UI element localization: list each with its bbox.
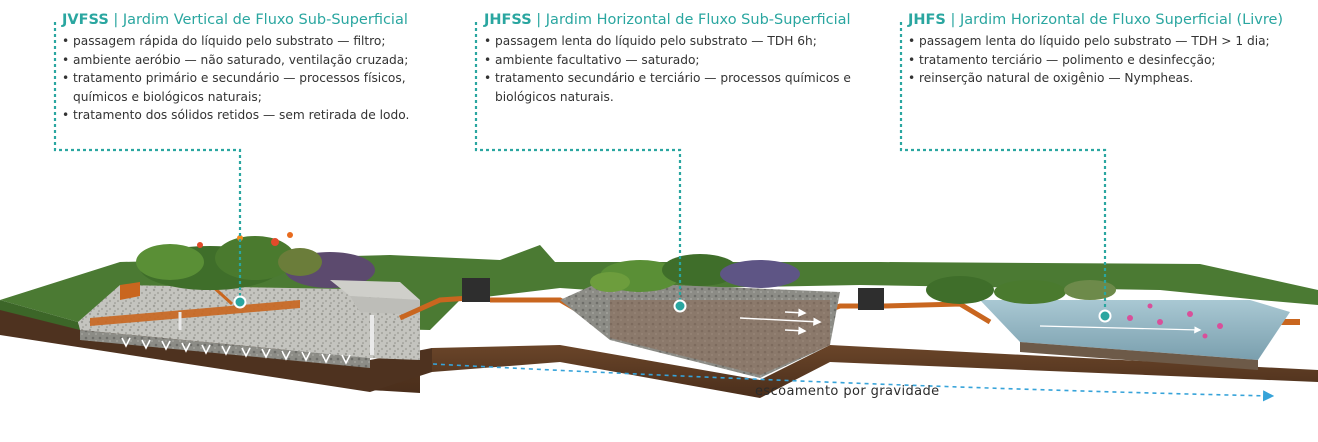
marker-jhfs bbox=[1098, 309, 1112, 323]
panel-jvfss-code: JVFSS bbox=[62, 12, 109, 28]
jhfss-basin bbox=[560, 282, 840, 378]
panel-jvfss-item: ambiente aeróbio — não saturado, ventila… bbox=[62, 51, 432, 70]
panel-jhfss-item: tratamento secundário e terciário — proc… bbox=[484, 69, 864, 106]
leader-markers bbox=[233, 295, 1112, 323]
panel-jvfss-item: tratamento primário e secundário — proce… bbox=[62, 69, 432, 106]
leader-line-jhfs bbox=[899, 22, 1107, 314]
panel-jhfss-code: JHFSS bbox=[484, 12, 532, 28]
panel-jvfss: JVFSS | Jardim Vertical de Fluxo Sub-Sup… bbox=[62, 10, 432, 125]
jvfss-down-arrows bbox=[121, 337, 351, 365]
jhfs-pond bbox=[980, 300, 1290, 370]
marker-jhfss bbox=[673, 299, 687, 313]
panel-jhfss-item: ambiente facultativo — saturado; bbox=[484, 51, 864, 70]
panel-jhfss-item: passagem lenta do líquido pelo substrato… bbox=[484, 32, 864, 51]
panel-jhfs-title: JHFS | Jardim Horizontal de Fluxo Superf… bbox=[908, 12, 1284, 28]
panel-jhfss-list: passagem lenta do líquido pelo substrato… bbox=[484, 32, 864, 106]
panel-jhfs-item: tratamento terciário — polimento e desin… bbox=[908, 51, 1308, 70]
leader-lines bbox=[53, 22, 1107, 314]
panel-jhfs-list: passagem lenta do líquido pelo substrato… bbox=[908, 32, 1308, 88]
jhfs-plants bbox=[926, 276, 1223, 339]
flow-arrow bbox=[432, 363, 1275, 402]
leader-line-jhfss bbox=[474, 22, 682, 304]
panel-jhfs-code: JHFS bbox=[908, 12, 946, 28]
flow-label: escoamento por gravidade bbox=[755, 384, 940, 399]
panel-jhfss: JHFSS | Jardim Horizontal de Fluxo Sub-S… bbox=[484, 10, 864, 106]
panel-jhfss-title: JHFSS | Jardim Horizontal de Fluxo Sub-S… bbox=[484, 12, 851, 28]
panel-jhfs-item: reinserção natural de oxigênio — Nymphea… bbox=[908, 69, 1308, 88]
marker-jvfss bbox=[233, 295, 247, 309]
panel-jvfss-list: passagem rápida do líquido pelo substrat… bbox=[62, 32, 432, 125]
panel-jvfss-item: tratamento dos sólidos retidos — sem ret… bbox=[62, 106, 432, 125]
panel-jvfss-name: Jardim Vertical de Fluxo Sub-Superficial bbox=[122, 12, 408, 28]
jvfss-tank bbox=[78, 282, 420, 368]
panel-jhfs: JHFS | Jardim Horizontal de Fluxo Superf… bbox=[908, 10, 1308, 88]
jvfss-plants bbox=[136, 232, 375, 290]
panel-jhfss-name: Jardim Horizontal de Fluxo Sub-Superfici… bbox=[545, 12, 851, 28]
panel-jvfss-title: JVFSS | Jardim Vertical de Fluxo Sub-Sup… bbox=[62, 12, 408, 28]
panel-jhfs-name: Jardim Horizontal de Fluxo Superficial (… bbox=[960, 12, 1284, 28]
panel-jvfss-item: passagem rápida do líquido pelo substrat… bbox=[62, 32, 432, 51]
panel-jhfs-item: passagem lenta do líquido pelo substrato… bbox=[908, 32, 1308, 51]
jvfss-steps bbox=[330, 280, 420, 315]
